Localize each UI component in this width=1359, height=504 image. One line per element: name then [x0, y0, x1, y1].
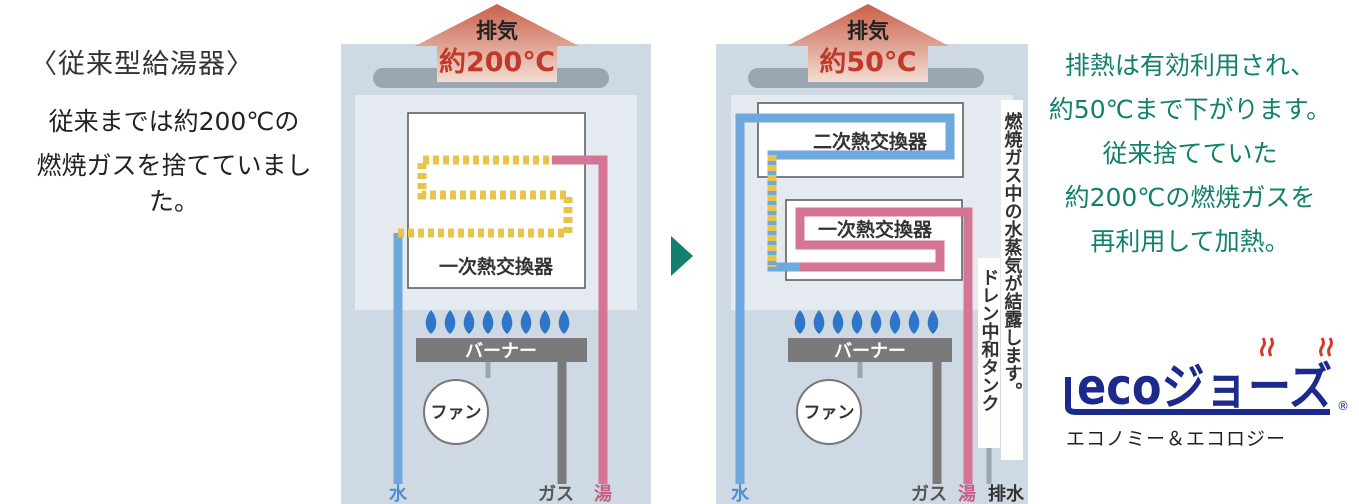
conventional-gas-label: ガス — [538, 484, 574, 504]
conventional-heater-title: 〈従来型給湯器〉 — [30, 49, 254, 80]
eco-fan-label: ファン — [804, 403, 855, 423]
conventional-primary-exchanger-box — [407, 112, 586, 289]
comparison-arrow — [671, 236, 693, 276]
eco-fan — [796, 379, 862, 445]
eco-hot-pipe — [795, 207, 973, 484]
eco-exhaust-arrow — [787, 4, 949, 82]
conventional-fan — [423, 379, 489, 445]
eco-desc-line2: 約50℃まで下がります。 — [1048, 95, 1332, 124]
logo-text: ecoジョーズ — [1077, 358, 1332, 416]
logo-caption: エコノミー＆エコロジー — [1066, 428, 1287, 450]
conventional-desc-line2: 燃焼ガスを捨てていました。 — [36, 151, 312, 216]
eco-burner-label: バーナー — [834, 341, 906, 362]
steam-mark-4 — [1327, 337, 1333, 357]
eco-burner — [788, 338, 952, 362]
eco-drain-label: 排水 — [988, 483, 1025, 504]
eco-desc-line5: 再利用して加熱。 — [1090, 227, 1290, 256]
steam-mark-1 — [1260, 337, 1266, 357]
steam-mark-2 — [1268, 337, 1274, 357]
eco-heater-diagram: 排気 約50℃ 二次熱交換器 一次熱交換器 燃焼ガス中の水蒸気が結露します。 ド… — [716, 4, 1028, 504]
conventional-fan-label: ファン — [431, 403, 482, 423]
eco-condensation-label: 燃焼ガス中の水蒸気が結露します。 — [1002, 111, 1023, 400]
eco-condensation-panel — [1001, 100, 1023, 460]
conventional-flames — [425, 310, 570, 334]
conventional-exhaust-arrow — [415, 4, 579, 82]
eco-exhaust-label: 排気 — [847, 19, 889, 43]
conventional-desc-line1: 従来までは約200℃の — [48, 107, 300, 136]
conventional-burner — [416, 338, 587, 362]
eco-secondary-exchanger-label: 二次熱交換器 — [813, 130, 928, 153]
eco-primary-exchanger-label: 一次熱交換器 — [818, 218, 933, 241]
eco-water-label: 水 — [731, 483, 750, 504]
conventional-burner-label: バーナー — [465, 341, 537, 362]
conventional-primary-exchanger-label: 一次熱交換器 — [439, 255, 554, 278]
registered-mark: ® — [1337, 399, 1349, 413]
conventional-water-label: 水 — [389, 483, 408, 504]
eco-gas-label: ガス — [911, 484, 947, 504]
eco-desc-line4: 約200℃の燃焼ガスを — [1064, 183, 1316, 212]
eco-hot-label: 湯 — [958, 484, 976, 504]
conventional-exhaust-label: 排気 — [476, 19, 518, 43]
eco-drain-tank-label: ドレン中和タンク — [979, 268, 1000, 412]
eco-jozu-logo: ecoジョーズ ® — [1065, 337, 1349, 416]
conventional-exhaust-temp: 約200℃ — [439, 46, 555, 78]
eco-flames — [794, 310, 939, 334]
conventional-heater-diagram: 排気 約200℃ 一次熱交換器 バーナー ファン 水 ガス 湯 — [341, 4, 651, 504]
eco-desc-line1: 排熱は有効利用され、 — [1064, 51, 1316, 80]
eco-exhaust-temp: 約50℃ — [819, 46, 916, 78]
conventional-heat-coil — [398, 155, 573, 238]
eco-desc-line3: 従来捨てていた — [1102, 139, 1278, 168]
steam-mark-3 — [1319, 337, 1325, 357]
conventional-hot-pipe — [552, 155, 608, 484]
logo-underline — [1065, 377, 1330, 415]
conventional-hot-label: 湯 — [594, 484, 612, 504]
eco-drain-tank — [978, 258, 1000, 448]
